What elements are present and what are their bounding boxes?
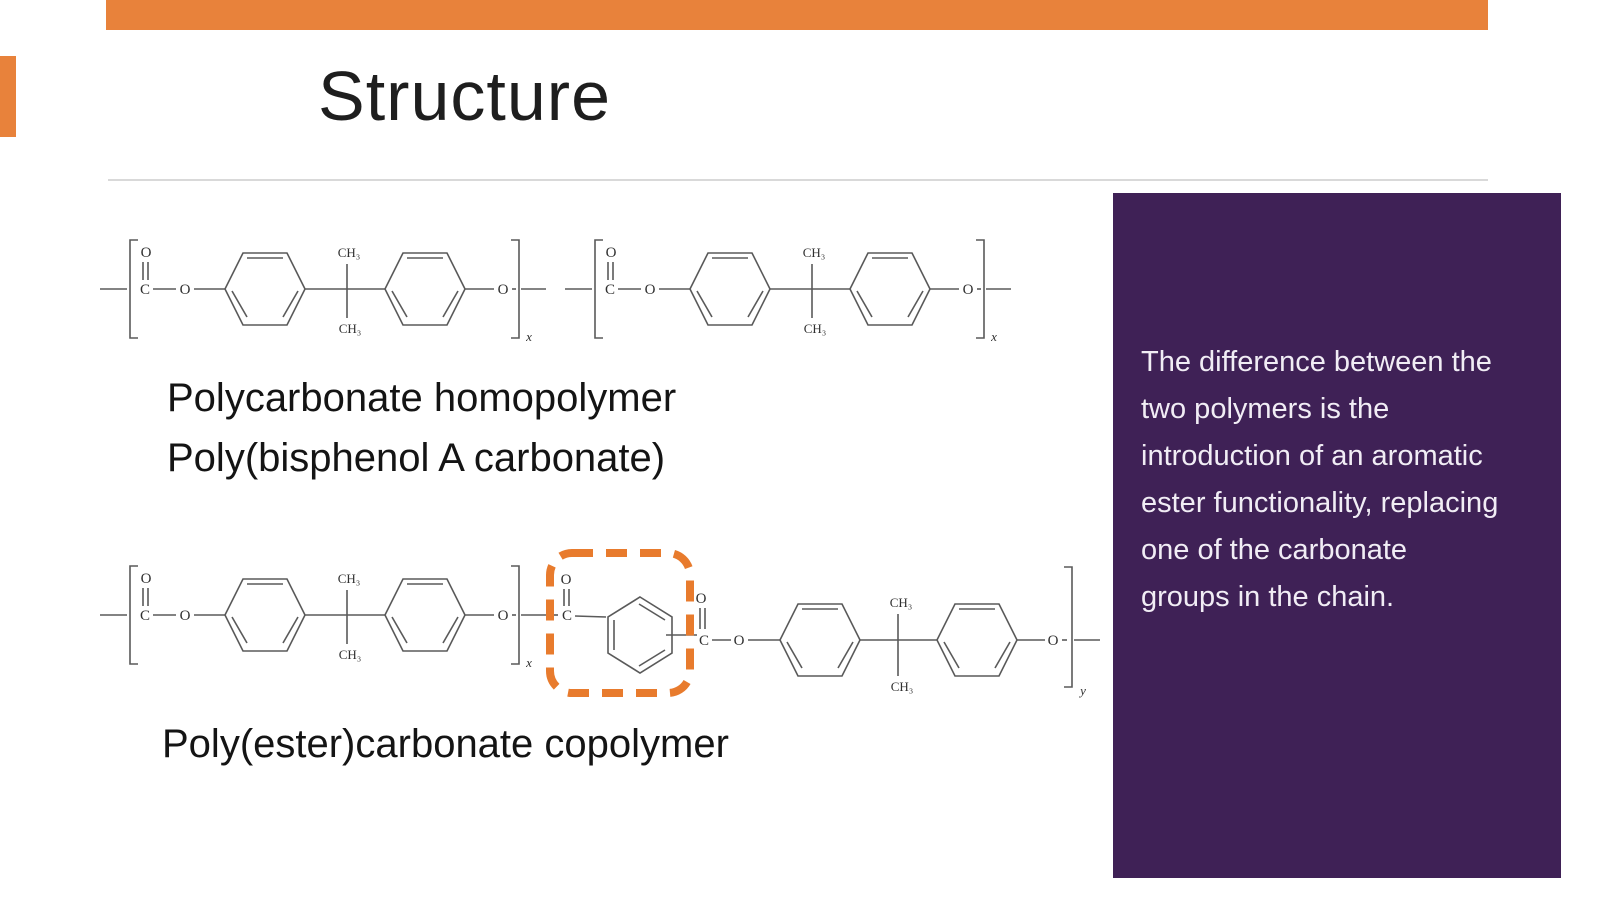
homopolymer-caption-line1: Polycarbonate homopolymer (167, 376, 677, 420)
carbonyl-oxygen-label: O (696, 591, 707, 607)
aromatic-ester-ring (607, 596, 673, 674)
methyl-bottom-label: CH₃ (891, 679, 914, 694)
repeat-subscript-y: y (1078, 683, 1086, 698)
left-accent-block (0, 56, 16, 137)
structure-homopolymer-left (100, 239, 547, 345)
chain-oxygen-label: O (1048, 633, 1059, 649)
note-panel: The difference between the two polymers … (1113, 193, 1561, 878)
top-accent-bar (106, 0, 1488, 30)
methyl-top-label: CH₃ (890, 595, 913, 610)
copolymer-caption: Poly(ester)carbonate copolymer (162, 722, 729, 766)
second-carbonate-half: O C O CH₃ CH₃ O y (696, 566, 1100, 698)
homopolymer-caption-line2: Poly(bisphenol A carbonate) (167, 436, 666, 480)
title-divider (108, 179, 1488, 181)
ester-highlight-dashed-box (546, 549, 694, 697)
benzene-ring (936, 603, 1018, 677)
close-bracket (1064, 566, 1073, 688)
ester-oxygen-label: O (734, 633, 745, 649)
carbonyl-carbon-label: C (699, 633, 709, 649)
ester-segment: O C (546, 549, 697, 697)
slide-title: Structure (318, 57, 611, 135)
homopolymer-caption: Polycarbonate homopolymer Poly(bisphenol… (167, 368, 676, 488)
ester-carbonyl-carbon-label: C (562, 608, 572, 624)
copolymer-structure-row: O C O C O CH₃ CH₃ (100, 549, 1100, 698)
ester-carbonyl-oxygen-label: O (561, 572, 572, 588)
homopolymer-structure-row: O C O CH₃ CH₃ (100, 239, 1012, 345)
structure-homopolymer-right (564, 239, 1012, 345)
structure-copolymer-carbonate-unit (100, 565, 547, 671)
note-text: The difference between the two polymers … (1141, 346, 1499, 613)
benzene-ring (779, 603, 861, 677)
